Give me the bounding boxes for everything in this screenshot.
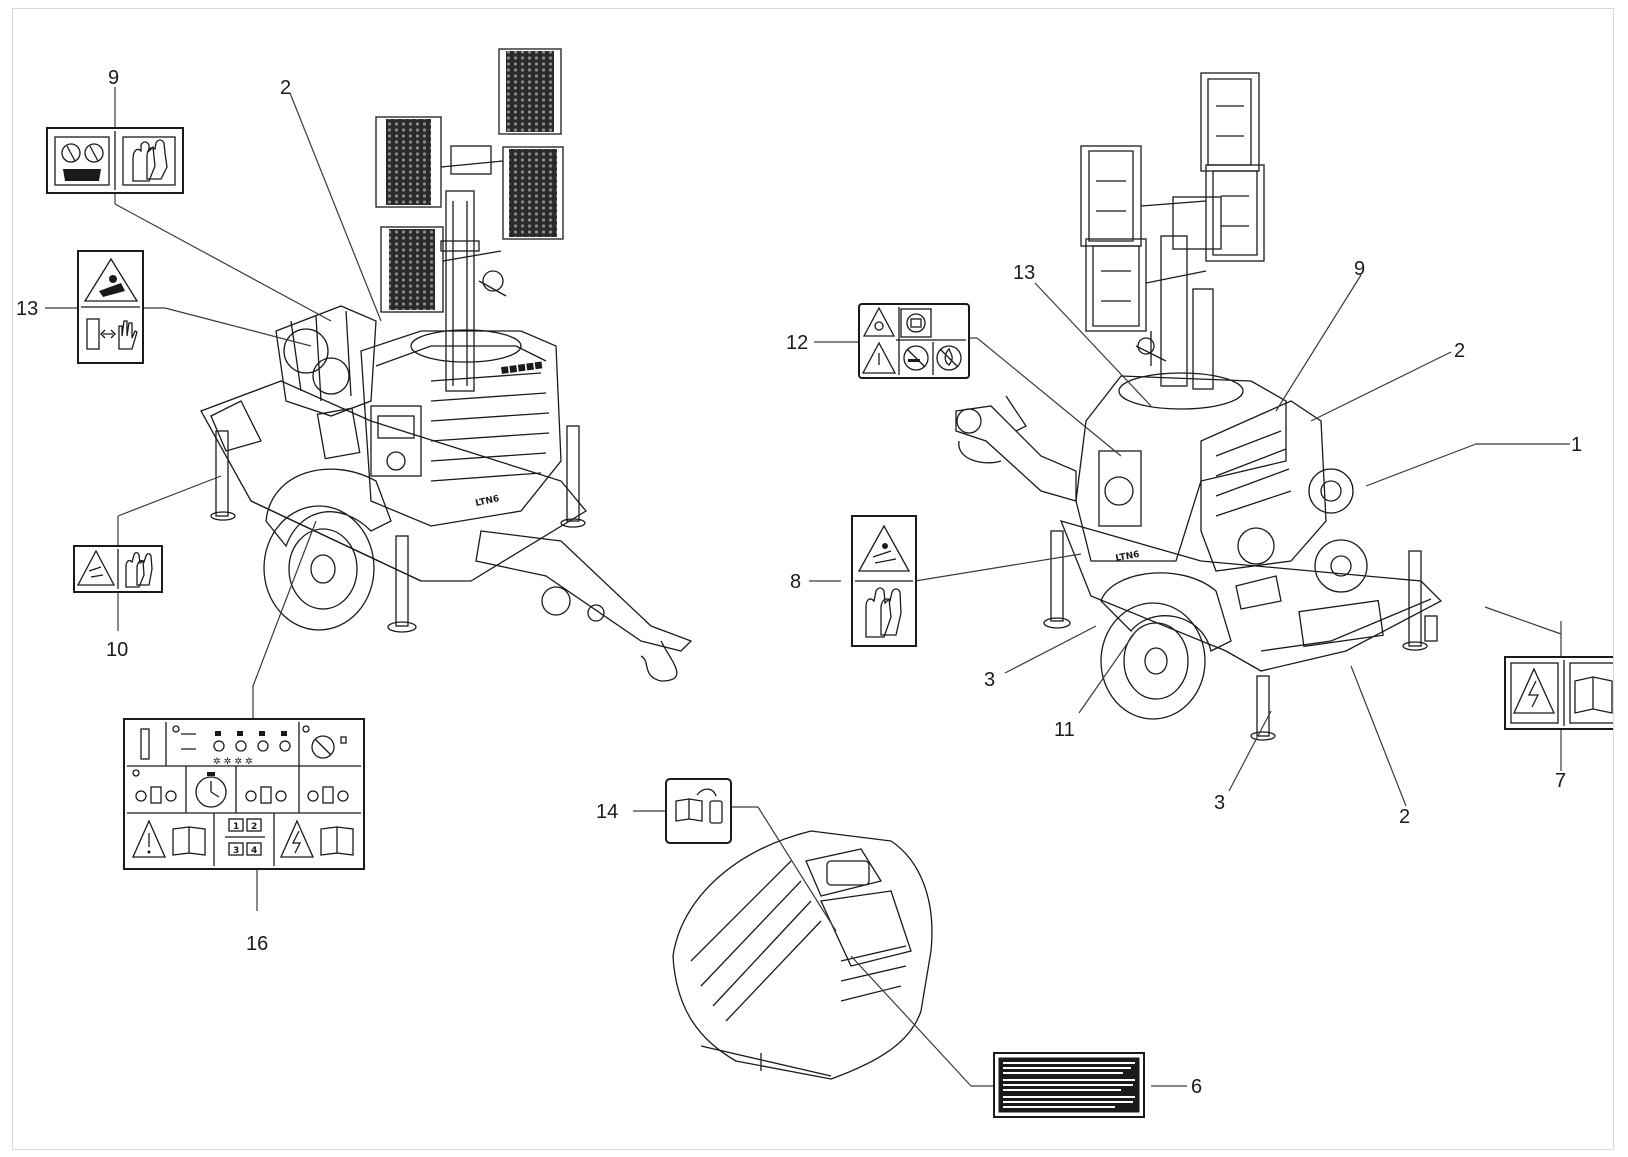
hand-crush-icon [83,257,139,302]
manual-book-icon-7 [1569,662,1613,724]
callout-right-2a: 2 [1454,340,1465,362]
center-canopy-detail [672,830,933,1080]
callout-right-9: 9 [1354,258,1365,280]
right-engine [1200,400,1368,610]
decal-13-left [77,250,144,364]
right-brand-mark: LTN6 [1115,550,1141,564]
left-brand-mark: LTN6 [475,494,501,509]
callout-right-3a: 3 [984,669,995,691]
callout-left-13: 13 [16,298,38,320]
callout-left-9: 9 [108,67,119,89]
callout-center-14: 14 [596,801,618,823]
right-light-tower-machine: LTN6 [955,72,1443,741]
decal-8-right [851,515,917,647]
decal-12-right [858,303,970,379]
leader-lines [45,87,1570,1087]
right-lamp-heads [1080,72,1265,332]
left-canopy-body: ■■■■■ LTN6 [360,329,562,527]
callout-right-2b: 2 [1399,806,1410,828]
electric-shock-icon-7 [1510,662,1559,724]
left-chassis [200,380,693,682]
lamp-key-grid: 1 2 3 4 [225,818,265,856]
callout-right-7: 7 [1555,770,1566,792]
panel-key-4: 4 [251,846,257,856]
panel-key-1: 1 [233,822,239,832]
gloves-icon-small [125,552,153,588]
no-smoking-icon [903,345,929,371]
right-chassis [955,395,1443,741]
fan-hazard-icon [54,136,110,186]
decal-14-center [665,778,732,844]
callout-right-3b: 3 [1214,792,1225,814]
timer-icon [195,772,227,808]
callout-right-11: 11 [1054,719,1075,741]
gloves-icon [122,136,176,186]
manual-book-icon [172,826,206,856]
right-canopy-body: LTN6 [1075,372,1287,564]
acid-burn-icon [76,549,116,586]
warning-triangle-icon-12 [861,341,897,374]
ear-protection-icon [862,306,896,337]
left-lamp-heads [375,48,564,313]
electric-shock-icon [279,819,315,858]
callout-left-2: 2 [280,77,291,99]
decal-location-diagram: ■■■■■ LTN6 [16,48,1613,1118]
decal-16-control-panel: ✲ ✲ ✲ ✲ [123,718,365,870]
left-mast [440,190,507,392]
acid-burn-icon-8 [857,524,911,572]
svg-text:✲ ✲ ✲ ✲: ✲ ✲ ✲ ✲ [213,757,253,767]
warning-triangle-icon [131,819,167,858]
decal-7-right [1504,656,1613,730]
no-flame-icon [936,345,962,371]
manual-book-icon-2 [320,826,354,856]
decal-6-notice [993,1052,1145,1118]
panel-key-2: 2 [251,822,257,832]
helmet-icon [900,308,932,338]
lamp-switch-icons: ✲ ✲ ✲ ✲ [172,725,291,767]
callout-right-8: 8 [790,571,801,593]
callout-right-1: 1 [1571,434,1582,456]
hand-keep-away-icon [86,318,138,350]
key-switch-icon [302,725,347,759]
callout-left-10: 10 [106,639,128,661]
notice-text-lines [1003,1062,1135,1108]
right-mast [1135,235,1214,390]
callout-right-13: 13 [1013,262,1035,284]
selector-icons [132,769,349,804]
decal-10-left [73,545,163,593]
decal-9-left [46,127,184,194]
callout-right-12: 12 [786,332,808,354]
left-engine [275,305,377,417]
callout-center-6: 6 [1191,1076,1202,1098]
manual-storage-icon [675,788,723,824]
callout-numbers: 9 2 13 10 16 13 9 12 2 1 8 3 11 3 2 7 14… [16,67,1582,1098]
left-light-tower-machine: ■■■■■ LTN6 [200,48,693,682]
diagram-frame: ■■■■■ LTN6 [12,8,1614,1150]
panel-key-3: 3 [233,846,239,856]
callout-left-16: 16 [246,933,268,955]
gloves-icon-8 [865,587,902,638]
